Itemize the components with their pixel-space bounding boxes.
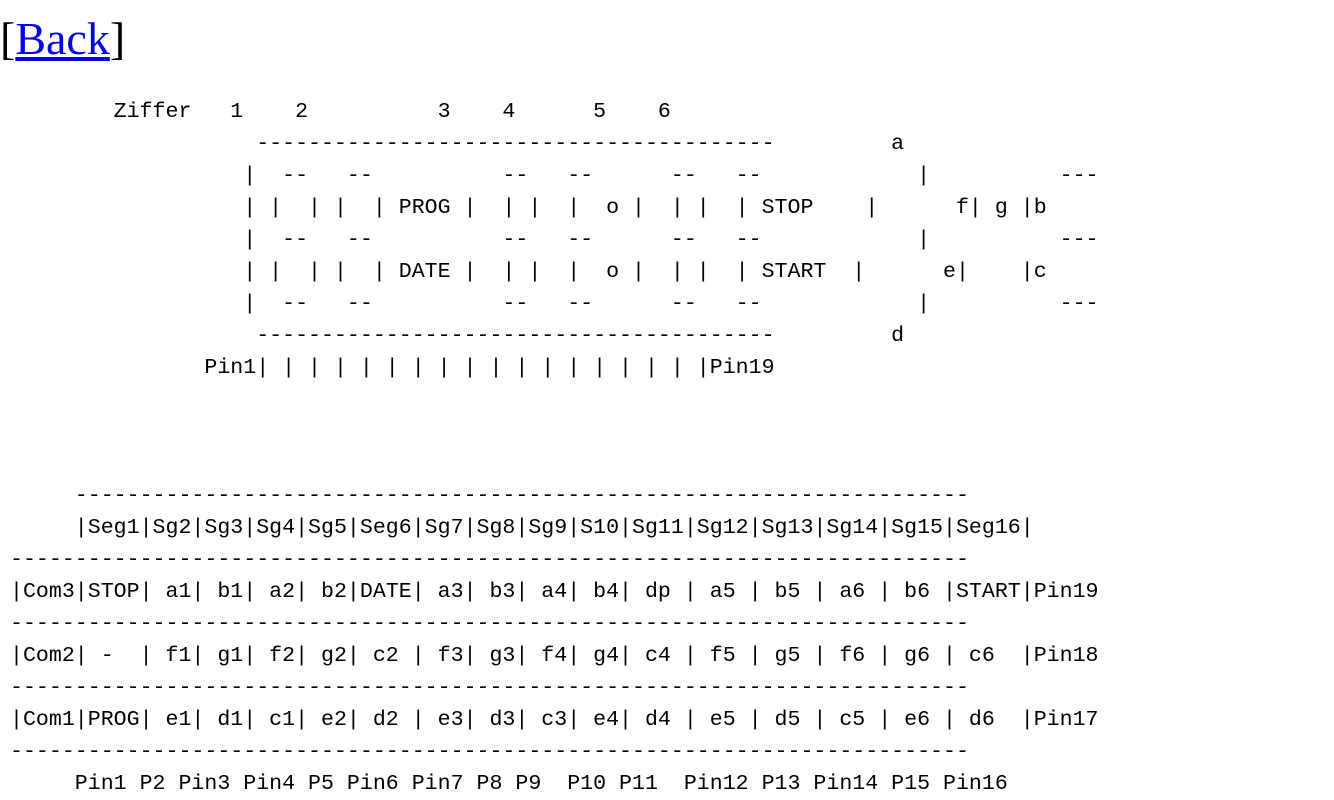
close-bracket: ] bbox=[109, 13, 126, 64]
table-line: Pin1 P2 Pin3 Pin4 P5 Pin6 Pin7 P8 P9 P10… bbox=[10, 772, 1008, 796]
back-line: [Back] bbox=[0, 12, 125, 66]
table-line: |Com1|PROG| e1| d1| c1| e2| d2 | e3| d3|… bbox=[10, 708, 1099, 732]
table-line: |Seg1|Sg2|Sg3|Sg4|Sg5|Seg6|Sg7|Sg8|Sg9|S… bbox=[10, 516, 1034, 540]
table-line bbox=[10, 448, 1099, 480]
diagram-line: | -- -- -- -- -- -- | --- bbox=[10, 292, 1099, 316]
table-line: ----------------------------------------… bbox=[10, 484, 969, 508]
table-line: |Com2| - | f1| g1| f2| g2| c2 | f3| g3| … bbox=[10, 644, 1099, 668]
diagram-line: | | | | | PROG | | | | o | | | | STOP | … bbox=[10, 196, 1047, 220]
preformatted-diagram: Ziffer 1 2 3 4 5 6 ---------------------… bbox=[10, 96, 1099, 800]
back-link[interactable]: Back bbox=[15, 13, 110, 64]
diagram-line: Ziffer 1 2 3 4 5 6 bbox=[10, 100, 671, 124]
diagram-line: | -- -- -- -- -- -- | --- bbox=[10, 228, 1099, 252]
table-line: ----------------------------------------… bbox=[10, 548, 969, 572]
table-line: ----------------------------------------… bbox=[10, 612, 969, 636]
table-line bbox=[10, 416, 1099, 448]
table-line: ----------------------------------------… bbox=[10, 740, 969, 764]
diagram-line: Pin1| | | | | | | | | | | | | | | | | |P… bbox=[10, 356, 775, 380]
table-line bbox=[10, 384, 1099, 416]
diagram-line: ----------------------------------------… bbox=[10, 324, 905, 348]
open-bracket: [ bbox=[0, 13, 16, 64]
table-line: ----------------------------------------… bbox=[10, 676, 969, 700]
diagram-line: | | | | | DATE | | | | o | | | | START |… bbox=[10, 260, 1047, 284]
diagram-line: | -- -- -- -- -- -- | --- bbox=[10, 164, 1099, 188]
diagram-line: ----------------------------------------… bbox=[10, 132, 905, 156]
table-line: |Com3|STOP| a1| b1| a2| b2|DATE| a3| b3|… bbox=[10, 580, 1099, 604]
